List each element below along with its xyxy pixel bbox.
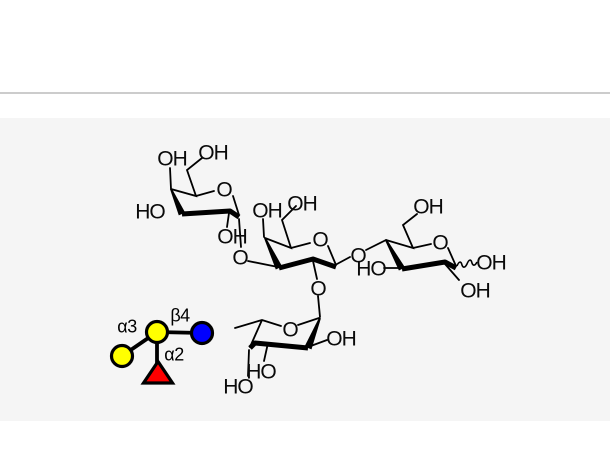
label-ring-d-ring-oxygen: O <box>282 319 298 342</box>
snfg-cartoon: α3 β4 α2 <box>109 305 215 385</box>
glycosidic-linkage-b-c: O <box>336 239 387 268</box>
ring-d-bold-edge <box>248 340 309 351</box>
label-ring-d-oh2: OH <box>326 328 356 351</box>
ring-c-bonds <box>383 213 460 281</box>
ring-a-bold-edge <box>181 208 241 220</box>
label-glycosidic-o-bc: O <box>350 245 366 268</box>
label-ring-b-ring-oxygen: O <box>312 229 328 252</box>
linkage-bd-bond <box>317 295 321 318</box>
glucose-circle <box>189 320 215 346</box>
label-ring-a-ring-oxygen: O <box>216 179 232 202</box>
label-linkage-alpha3: α3 <box>117 316 137 336</box>
ring-a-wedge-bond <box>170 188 186 216</box>
label-ring-c-ring-oxygen: O <box>432 232 448 255</box>
fucose-triangle <box>140 358 176 385</box>
label-ring-c-anomeric-oh: OH <box>476 252 506 275</box>
label-ring-d-ho3: HO <box>246 361 276 384</box>
sugar-ring-c-glucose: OH O HO OH OH <box>356 196 507 303</box>
label-ring-a-ho3: HO <box>135 201 165 224</box>
galactose-circle-terminal <box>109 343 135 369</box>
label-linkage-alpha2: α2 <box>164 344 184 364</box>
label-ring-c-oh6: OH <box>413 196 443 219</box>
sugar-ring-b-galactose: OH OH O O <box>252 193 337 301</box>
ring-b-wedge-bond <box>264 237 283 270</box>
label-ring-a-oh2: OH <box>217 226 247 249</box>
ring-a-bonds <box>169 157 242 248</box>
ring-c-wedge-bond <box>385 239 406 271</box>
label-linkage-beta4: β4 <box>170 305 190 325</box>
ring-d-wedge-bond <box>304 317 321 350</box>
linkage-ab-bond <box>247 260 279 268</box>
label-ring-c-oh2: OH <box>460 280 490 303</box>
sugar-ring-a-galactose: OH OH O HO OH <box>135 142 248 249</box>
sugar-ring-d-fucose: O OH HO HO <box>223 295 357 399</box>
label-ring-b-oh4: OH <box>252 200 282 223</box>
galactose-circle-central <box>144 319 170 345</box>
ring-d-bonds <box>234 317 328 377</box>
content-panel-background <box>0 118 610 421</box>
label-ring-a-oh6: OH <box>198 142 228 165</box>
label-ring-c-ho3: HO <box>356 258 386 281</box>
horizontal-divider <box>0 92 610 94</box>
label-ring-a-oh4: OH <box>157 148 187 171</box>
glycosidic-linkage-a-b: O <box>232 247 279 270</box>
ring-b-bold-edge <box>278 256 337 271</box>
ring-b-bonds <box>262 205 337 280</box>
ring-c-bold-edge <box>401 259 458 272</box>
ring-c-anomeric-wavy-bond <box>456 259 478 268</box>
label-ring-d-ho4: HO <box>223 376 253 399</box>
label-glycosidic-o-ab: O <box>232 247 248 270</box>
label-ring-b-o2: O <box>310 278 326 301</box>
label-ring-b-oh6: OH <box>287 193 317 216</box>
linkage-bc-bonds <box>336 239 387 265</box>
